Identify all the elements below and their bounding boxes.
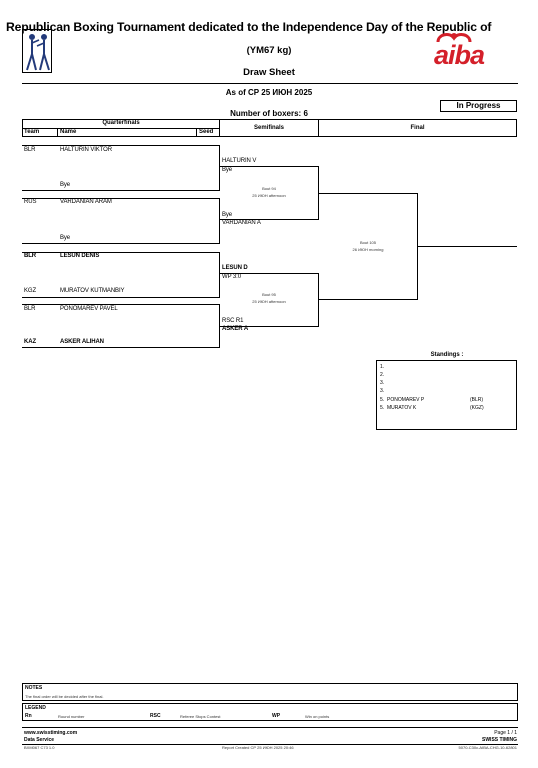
status-badge: In Progress xyxy=(440,100,517,112)
sf-bout-time: 25 ИЮН afternoon xyxy=(252,299,286,304)
aiba-logo-icon: aiba xyxy=(430,30,510,70)
legend-box xyxy=(22,703,518,721)
qf-name: PONOMAREV PAVEL xyxy=(60,306,118,312)
sf-bout-time: 25 ИЮН afternoon xyxy=(252,193,286,198)
notes-title: NOTES xyxy=(25,685,43,691)
qf-team: KAZ xyxy=(24,339,37,345)
footer-service: Data Service xyxy=(24,737,55,743)
sf-bout-no: Bout 95 xyxy=(262,292,276,297)
final-bout-no: Bout 105 xyxy=(359,240,376,245)
standings-place: 5. xyxy=(380,405,385,411)
qf-team: RUS xyxy=(24,199,37,205)
sf-result: WP 3:0 xyxy=(222,274,241,280)
qf-header-label: Quarterfinals xyxy=(102,120,140,126)
qf-team: BLR xyxy=(24,147,36,153)
footer-report: Report Created СР 25 ИЮН 2025 20:46 xyxy=(222,745,294,750)
footer-url[interactable]: www.swisstiming.com xyxy=(24,730,78,736)
standings-place: 5. xyxy=(380,397,385,403)
final-header xyxy=(318,119,517,137)
sf-result: RSC R1 xyxy=(222,318,244,324)
qf-team: KGZ xyxy=(24,288,37,294)
legend-title: LEGEND xyxy=(25,705,46,711)
qf-name: MURATOV KUTMANBIY xyxy=(60,288,125,294)
sf-winner: ASKER A xyxy=(222,326,249,332)
boxer-logo-icon xyxy=(22,29,52,73)
legend-desc: Win on points xyxy=(305,714,330,719)
as-of-date: As of СР 25 ИЮН 2025 xyxy=(225,88,313,97)
legend-desc: Referee Stops Contest xyxy=(180,714,221,719)
footer-ref: 5070-C30c-AIBA-CHG-10-62801 xyxy=(458,745,517,750)
seed-col-header: Seed xyxy=(199,129,214,135)
footer-page: Page 1 / 1 xyxy=(494,730,517,736)
standings-team: (KGZ) xyxy=(470,405,484,411)
standings-place: 3. xyxy=(380,388,385,394)
number-of-boxers: Number of boxers: 6 xyxy=(230,109,308,118)
sf-result: Bye xyxy=(222,167,233,173)
standings-name: PONOMAREV P xyxy=(387,397,425,403)
qf-team: BLR xyxy=(24,253,37,259)
sf-winner: LESUN D xyxy=(222,265,248,271)
final-header-label: Final xyxy=(410,125,425,131)
qf-name: ASKER ALIHAN xyxy=(60,339,104,345)
notes-box xyxy=(22,683,518,701)
footer-code: BXM067 C73 1.0 xyxy=(24,745,55,750)
footer-brand: SWISS TIMING xyxy=(482,737,517,743)
weight-category: (YM67 kg) xyxy=(246,45,292,56)
standings-team: (BLR) xyxy=(470,397,484,403)
standings-place: 2. xyxy=(380,372,385,378)
legend-key: RSC xyxy=(150,713,161,719)
team-col-header: Team xyxy=(24,129,40,135)
aiba-logo-text: aiba xyxy=(434,40,485,70)
standings-title: Standings : xyxy=(430,352,464,358)
qf-name: HALTURIN VIKTOR xyxy=(60,147,112,153)
legend-key: Rn xyxy=(25,713,32,719)
standings-box xyxy=(376,360,517,430)
sf-winner: HALTURIN V xyxy=(222,158,257,164)
standings-name: MURATOV K xyxy=(387,405,417,411)
notes-text: The final order will be decided after th… xyxy=(25,694,104,699)
qf-team: BLR xyxy=(24,306,36,312)
sf-winner: VARDANIAN A xyxy=(222,220,261,226)
sf-bout-no: Bout 94 xyxy=(262,186,276,191)
legend-desc: Round number xyxy=(58,714,85,719)
sf-result: Bye xyxy=(222,212,233,218)
final-bout-time: 26 ИЮН morning xyxy=(352,247,384,252)
qf-name: VARDANIAN ARAM xyxy=(60,199,112,205)
standings-place: 3. xyxy=(380,380,385,386)
sf-header-label: Semifinals xyxy=(253,125,284,131)
qf-name: Bye xyxy=(60,235,71,241)
tournament-title: Republican Boxing Tournament dedicated t… xyxy=(6,20,492,34)
qf-name: Bye xyxy=(60,182,71,188)
name-col-header: Name xyxy=(60,129,77,135)
sheet-title: Draw Sheet xyxy=(243,67,295,78)
legend-key: WP xyxy=(272,713,281,719)
qf-name: LESUN DENIS xyxy=(60,253,100,259)
standings-place: 1. xyxy=(380,364,385,370)
